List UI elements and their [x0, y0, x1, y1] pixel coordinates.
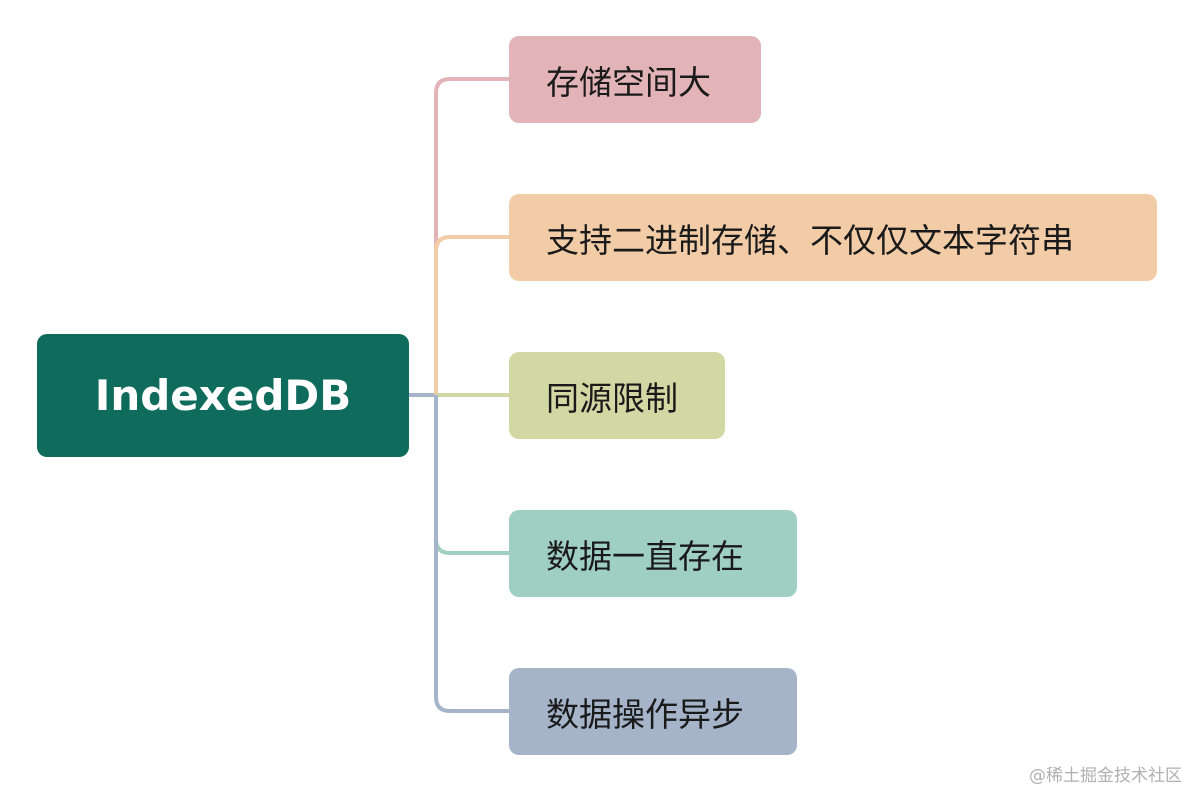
- connector-branch-4: [434, 395, 509, 713]
- branch-label: 数据操作异步: [546, 694, 744, 734]
- branch-node-storage-capacity: 存储空间大: [509, 36, 761, 123]
- watermark: @稀土掘金技术社区: [1029, 766, 1182, 786]
- branch-node-binary-storage: 支持二进制存储、不仅仅文本字符串: [509, 194, 1157, 281]
- branch-node-same-origin: 同源限制: [509, 352, 725, 439]
- connector-branch-1: [434, 235, 509, 395]
- root-label: IndexedDB: [94, 371, 352, 420]
- branch-node-async-operations: 数据操作异步: [509, 668, 797, 755]
- root-node: IndexedDB: [37, 334, 409, 457]
- branch-label: 支持二进制存储、不仅仅文本字符串: [546, 220, 1074, 260]
- branch-label: 同源限制: [546, 378, 678, 418]
- connector-branch-3: [434, 395, 509, 555]
- branch-node-persistent-data: 数据一直存在: [509, 510, 797, 597]
- connector-branch-0: [434, 77, 509, 395]
- branch-label: 数据一直存在: [546, 536, 744, 576]
- branch-label: 存储空间大: [546, 62, 711, 102]
